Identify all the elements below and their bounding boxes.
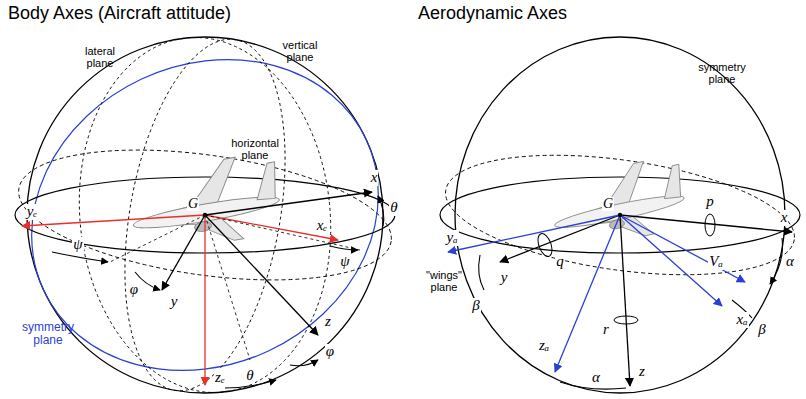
panel-title: Aerodynamic Axes bbox=[418, 4, 567, 23]
plane-label: vertical plane bbox=[275, 40, 325, 63]
axis-label: zₑ bbox=[214, 370, 226, 386]
angle-label: θ bbox=[245, 368, 254, 384]
angle-label: θ bbox=[389, 200, 398, 216]
axis-label: y bbox=[170, 294, 179, 310]
angle-label: α bbox=[591, 370, 601, 386]
axis-label: z bbox=[638, 364, 646, 380]
plane-label: horizontal plane bbox=[225, 138, 285, 161]
axis-label: x bbox=[780, 210, 789, 226]
axis-label: xₑ bbox=[316, 218, 329, 234]
angle-label: ψ bbox=[72, 237, 83, 253]
plane-label: symmetry plane bbox=[695, 62, 750, 85]
axis-label: zₐ bbox=[538, 338, 550, 354]
axis-label: y bbox=[500, 270, 509, 286]
origin-label: G bbox=[187, 197, 199, 212]
axis-label: yₑ bbox=[26, 204, 39, 220]
rate-label: r bbox=[602, 322, 610, 338]
rate-label: q bbox=[555, 254, 565, 270]
axis-label: yₐ bbox=[445, 230, 458, 246]
angle-label: β bbox=[471, 298, 480, 314]
angle-label: φ bbox=[325, 344, 335, 360]
plane-label: "wings" plane bbox=[421, 270, 467, 293]
angle-label: φ bbox=[129, 282, 139, 298]
angle-label: ψ bbox=[339, 254, 350, 270]
axis-label: Vₐ bbox=[708, 254, 724, 270]
axis-label: z bbox=[324, 314, 332, 330]
panel-title: Body Axes (Aircraft attitude) bbox=[8, 4, 231, 23]
rate-label: p bbox=[705, 194, 715, 210]
axis-label: xₐ bbox=[735, 312, 748, 328]
plane-label: lateral plane bbox=[76, 46, 124, 69]
origin-label: G bbox=[602, 197, 614, 212]
plane-label: symmetry plane bbox=[17, 321, 79, 346]
angle-label: α bbox=[785, 254, 795, 270]
angle-label: β bbox=[757, 322, 766, 338]
axis-label: x bbox=[370, 170, 379, 186]
